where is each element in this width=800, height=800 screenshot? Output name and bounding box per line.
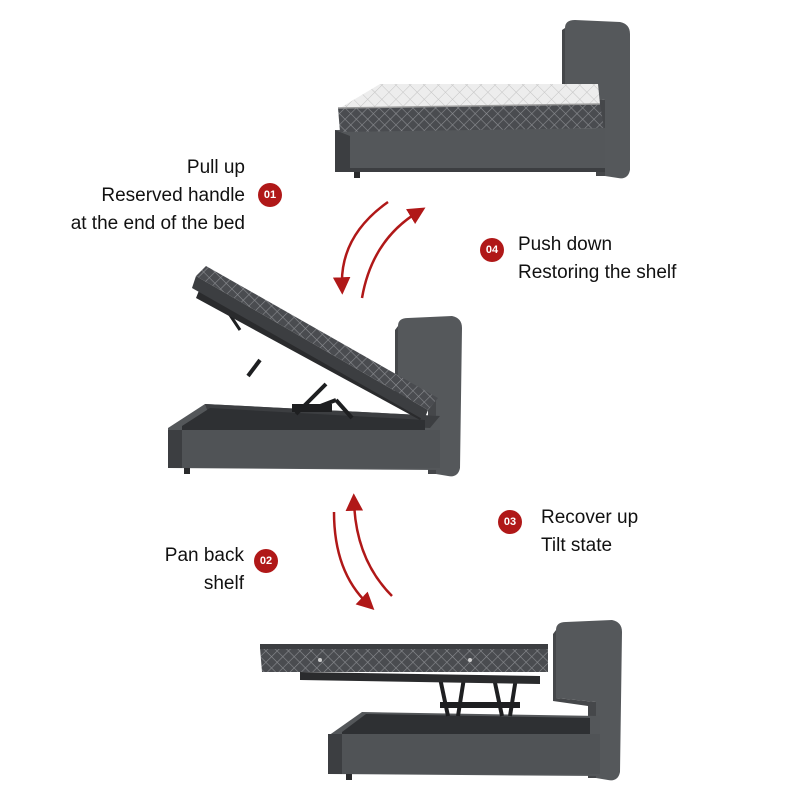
step-line: Pull up [186,157,245,178]
step-02-badge: 02 [254,549,278,573]
bed-tilted [168,266,462,477]
step-line: Pan back [164,545,244,566]
step-line: Reserved handle [101,185,245,206]
step-line: Tilt state [541,535,613,556]
step-03-text: Recover up Tilt state [541,504,638,560]
step-04-text: Push down Restoring the shelf [518,231,676,287]
step-01-badge: 01 [258,183,282,207]
curved-arrow-up-icon [360,207,426,299]
curved-arrow-up-icon [345,493,393,597]
step-04-badge: 04 [480,238,504,262]
curved-arrow-down-icon [332,200,389,295]
mattress [260,648,548,672]
headboard [556,620,622,781]
step-line: Recover up [541,507,639,528]
curved-arrow-down-icon [332,511,375,610]
headboard [565,20,630,179]
step-line: shelf [203,573,244,594]
bed-raised [260,620,622,781]
step-01-text: Pull up Reserved handle at the end of th… [71,154,245,238]
step-line: at the end of the bed [70,213,245,234]
step-line: Restoring the shelf [518,262,677,283]
storage-compartment [182,408,425,432]
step-02-text: Pan back shelf [165,542,244,598]
step-line: Push down [518,234,613,255]
mattress [338,104,604,132]
bed-base [335,128,605,172]
storage-compartment [342,714,590,734]
bed-closed [335,20,630,179]
step-03-badge: 03 [498,510,522,534]
mattress [196,266,438,410]
